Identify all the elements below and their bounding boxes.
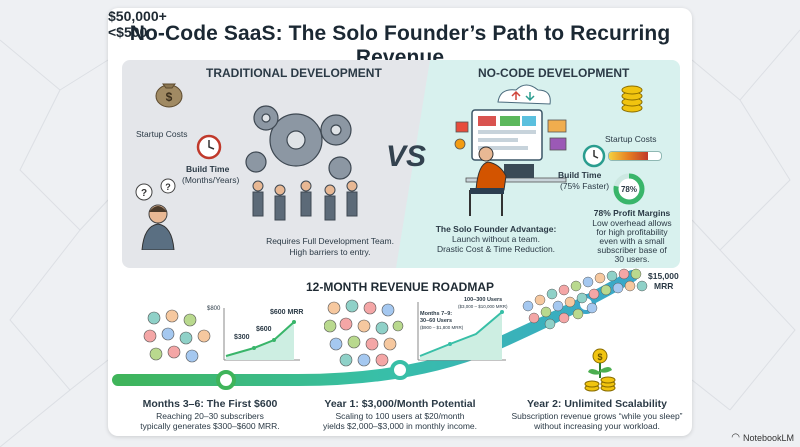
top-mrr-unit: MRR <box>654 281 674 291</box>
advantage-title: The Solo Founder Advantage: <box>435 224 557 234</box>
chart1-ytick: $800 <box>207 306 221 312</box>
traditional-cost: $50,000+ <box>108 8 167 24</box>
traditional-build-time-value: (Months/Years) <box>182 175 240 185</box>
profit-margin-line4: subscriber base of <box>597 245 667 255</box>
svg-text:?: ? <box>165 182 171 192</box>
stage2-line1: Scaling to 100 users at $20/month <box>335 411 465 421</box>
roadmap-title: 12-MONTH REVENUE ROADMAP <box>305 280 494 294</box>
panel-divider <box>378 60 458 268</box>
nocode-build-time-label: Build Time <box>558 170 602 180</box>
chart1-label-600mrr: $600 MRR <box>270 309 304 316</box>
profit-margin-ring <box>613 173 645 205</box>
nocode-cost-label: Startup Costs <box>605 134 657 144</box>
nocode-heading: NO-CODE DEVELOPMENT <box>478 66 630 80</box>
build-time-progress <box>608 151 662 161</box>
traditional-heading: TRADITIONAL DEVELOPMENT <box>206 66 382 80</box>
infographic-card: No-Code SaaS: The Solo Founder’s Path to… <box>108 8 692 436</box>
stressed-founder-illustration: ? ? <box>135 178 176 250</box>
fast-clock-icon <box>582 144 606 168</box>
traditional-team-line2: High barriers to entry. <box>289 247 371 257</box>
users-cluster-2 <box>324 299 404 367</box>
profit-margin-title: 78% Profit Margins <box>593 208 671 218</box>
stage1-title: Months 3–6: The First $600 <box>142 398 278 410</box>
laptop-workspace-illustration <box>454 84 567 216</box>
revenue-chart-2 <box>417 302 506 361</box>
stage3-line2: without increasing your workload. <box>534 421 660 431</box>
stage2-line2: yields $2,000–$3,000 in monthly income. <box>322 421 478 431</box>
traditional-build-time-label: Build Time <box>186 164 230 174</box>
stage3-title: Year 2: Unlimited Scalability <box>526 398 668 410</box>
revenue-chart-1 <box>223 308 300 361</box>
profit-margin-line5: 30 users. <box>614 254 650 264</box>
profit-margin-badge: 78% <box>620 185 637 194</box>
svg-text:?: ? <box>141 188 147 199</box>
stage1-line1: Reaching 20–30 subscribers <box>156 411 264 421</box>
chart1-label-600: $600 <box>256 326 272 333</box>
stage3-line1: Subscription revenue grows “while you sl… <box>511 411 683 421</box>
top-mrr-amount: $15,000 <box>648 271 679 281</box>
stage2-title: Year 1: $3,000/Month Potential <box>324 398 476 410</box>
nocode-build-time-value: (75% Faster) <box>560 181 610 191</box>
versus-label: VS <box>386 140 427 173</box>
users-cluster-1 <box>143 309 211 363</box>
chart1-label-300: $300 <box>234 334 250 341</box>
chart2-label-d: 100–300 Users <box>464 297 503 303</box>
money-bag-icon: $ <box>155 83 183 108</box>
svg-text:$: $ <box>166 90 173 104</box>
money-plant-icon: $ <box>584 348 616 392</box>
gears-team-illustration <box>245 105 358 221</box>
coin-stack-icon <box>621 85 643 113</box>
profit-margin-line1: Low overhead allows <box>592 218 672 228</box>
footer-brand-label: NotebookLM <box>742 432 794 443</box>
chart2-label-e: ($3,000 – $10,000 MRR) <box>458 304 508 309</box>
advantage-line2: Drastic Cost & Time Reduction. <box>436 244 556 254</box>
stage1-line2: typically generates $300–$600 MRR. <box>140 421 280 431</box>
traditional-cost-label: Startup Costs <box>136 129 188 139</box>
advantage-line1: Launch without a team. <box>452 234 540 244</box>
build-time-progress-fill <box>609 152 648 160</box>
traditional-team-line1: Requires Full Development Team. <box>266 236 394 246</box>
clock-icon <box>196 134 222 160</box>
profit-margin-line3: even with a small <box>599 236 665 246</box>
notebooklm-logo-icon: ◠ <box>731 432 740 443</box>
nocode-cost: <$500 <box>108 24 148 40</box>
svg-text:$: $ <box>597 352 602 362</box>
chart2-label-c: ($900 – $1,800 MRR) <box>420 325 464 330</box>
chart2-label-a: Months 7–9: <box>420 311 453 317</box>
users-crowd-3 <box>522 268 648 330</box>
footer-brand: ◠ NotebookLM <box>731 432 794 443</box>
chart2-label-b: 30–60 Users <box>420 318 453 324</box>
profit-margin-line2: for high profitability <box>596 227 668 237</box>
stage1-node <box>216 370 236 390</box>
stage2-node <box>390 360 410 380</box>
